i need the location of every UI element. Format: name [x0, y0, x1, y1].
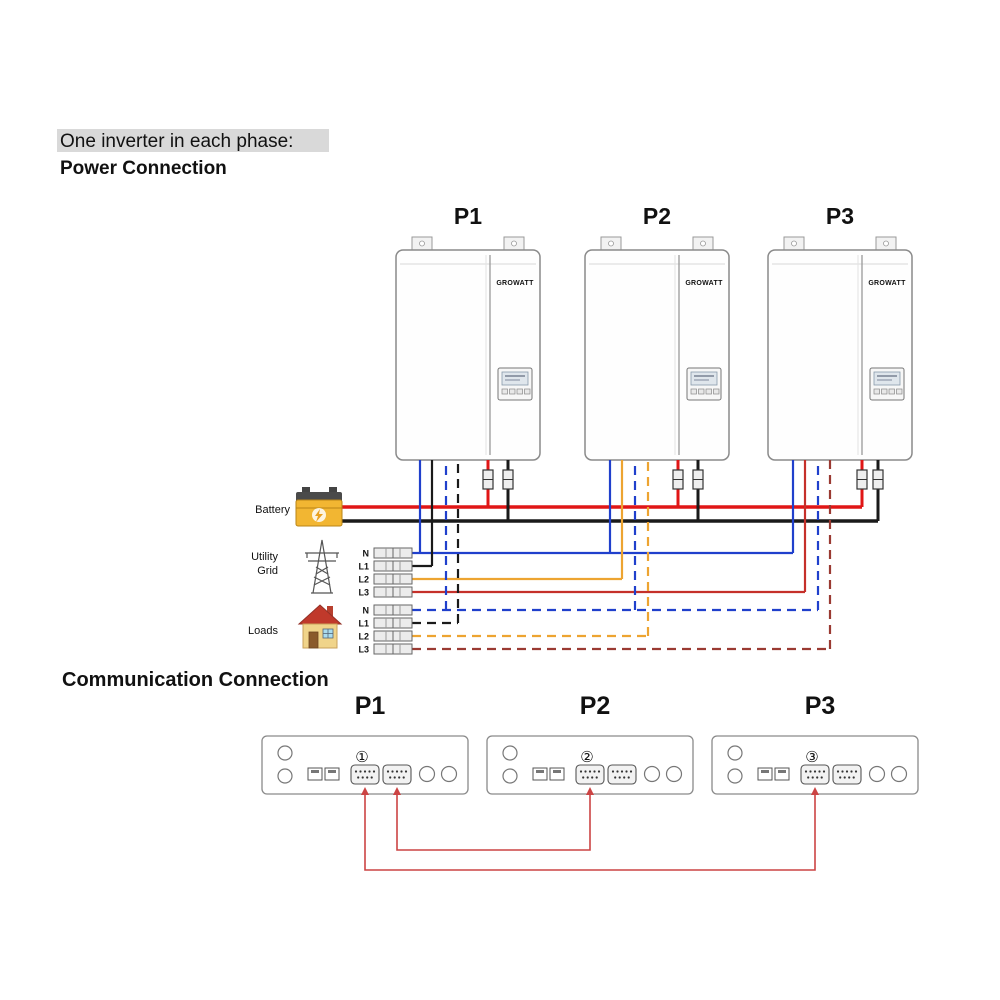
load-terminal-l1: [373, 617, 413, 629]
utility-grid-icon: [305, 539, 339, 594]
power-connection-heading: Power Connection: [60, 158, 227, 179]
comm-label-p1: P1: [355, 692, 386, 720]
grid-terminal-label-n: N: [363, 549, 370, 559]
grid-terminal-n: [373, 547, 413, 559]
battery-icon: [295, 487, 343, 527]
comm-label-p3: P3: [805, 692, 836, 720]
communication-connection-heading: Communication Connection: [62, 669, 329, 691]
load-wire-l2: [412, 460, 650, 638]
inverter-label-p1: P1: [454, 203, 482, 229]
inverter-p3: [767, 236, 913, 461]
loads-terminal-block: N L1 L2 L3: [358, 604, 413, 655]
load-wire-l1: [412, 460, 460, 625]
comm-cables: [361, 787, 819, 871]
intro-heading: One inverter in each phase:: [60, 131, 293, 152]
battery-connector: [872, 469, 884, 490]
load-terminal-label-l3: L3: [358, 645, 369, 655]
grid-terminal-l3: [373, 586, 413, 598]
grid-wire-l1: [412, 460, 434, 568]
comm-port-number-3: ③: [805, 749, 818, 766]
battery-connector: [502, 469, 514, 490]
grid-terminal-label-l3: L3: [358, 588, 369, 598]
load-wire-l3: [412, 460, 832, 651]
comm-port-number-2: ②: [580, 749, 593, 766]
grid-terminal-label-l1: L1: [358, 562, 369, 572]
grid-terminal-block: N L1 L2 L3: [358, 547, 413, 598]
comm-arrow-icon: [811, 787, 819, 795]
load-terminal-label-l1: L1: [358, 619, 369, 629]
battery-connector: [482, 469, 494, 490]
load-terminal-l2: [373, 630, 413, 642]
grid-terminal-l2: [373, 573, 413, 585]
loads-label: Loads: [248, 625, 278, 637]
comm-port-number-1: ①: [355, 749, 368, 766]
grid-terminal-l1: [373, 560, 413, 572]
utility-grid-label-line2: Grid: [257, 565, 278, 577]
load-terminal-l3: [373, 643, 413, 655]
battery-label: Battery: [255, 504, 290, 516]
loads-icon: [297, 604, 343, 649]
comm-arrow-icon: [361, 787, 369, 795]
battery-connector: [692, 469, 704, 490]
comm-label-p2: P2: [580, 692, 611, 720]
inverter-p1: [395, 236, 541, 461]
battery-negative-drops: [506, 460, 880, 521]
intro-highlight: [57, 129, 329, 152]
utility-grid-label-line1: Utility: [251, 551, 278, 563]
load-terminal-label-l2: L2: [358, 632, 369, 642]
battery-connector: [856, 469, 868, 490]
grid-wire-l3: [412, 460, 807, 594]
comm-arrow-icon: [393, 787, 401, 795]
load-wire-n: [412, 460, 820, 612]
inverter-label-p2: P2: [643, 203, 671, 229]
comm-cable-p1-p2: [396, 793, 591, 851]
inverter-p2: [584, 236, 730, 461]
battery-connector: [672, 469, 684, 490]
load-terminal-n: [373, 604, 413, 616]
comm-cable-p1-p3: [364, 793, 816, 871]
grid-terminal-label-l2: L2: [358, 575, 369, 585]
grid-wire-n: [412, 460, 795, 555]
load-wires: [412, 460, 832, 651]
inverter-label-p3: P3: [826, 203, 854, 229]
grid-wires: [412, 460, 807, 594]
comm-arrow-icon: [586, 787, 594, 795]
load-terminal-label-n: N: [363, 606, 370, 616]
